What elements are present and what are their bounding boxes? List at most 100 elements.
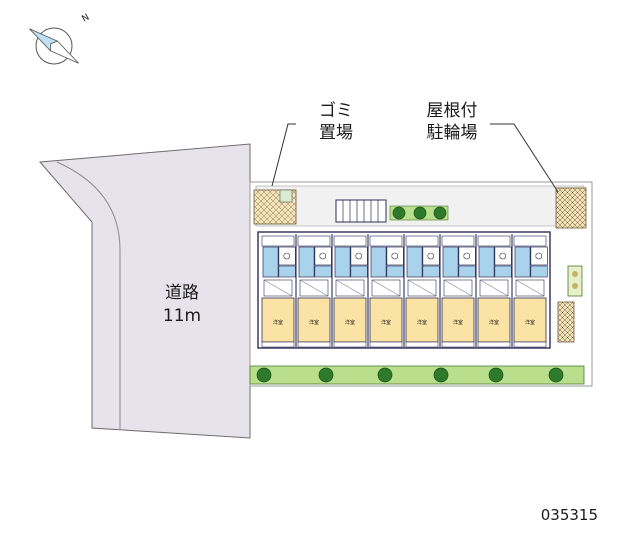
unit-toilet [422,265,440,278]
unit-room [261,297,295,343]
unit-closet-mark [299,279,329,297]
meter-box-dot-1 [572,271,578,277]
unit-6: 洋室 [439,234,476,348]
unit-balcony [297,341,331,348]
unit-balcony [333,341,367,348]
unit-room-label: 洋室 [525,319,535,326]
compass-n-label: N [81,13,92,25]
unit-5: 洋室 [403,234,440,348]
unit-closet-mark [263,279,293,297]
unit-3: 洋室 [331,234,368,348]
unit-1: 洋室 [261,235,296,348]
shrub [256,367,272,383]
unit-toilet [278,265,296,278]
unit-room [333,297,367,343]
unit-entrance [441,235,475,247]
unit-kitchen [314,246,332,266]
unit-room [405,297,439,343]
road-edge-line [56,161,121,430]
unit-sink [499,252,507,260]
unit-kitchen [278,246,296,266]
shrub [433,206,447,220]
bicycle-callout-leader [490,123,559,193]
unit-bathroom [334,246,351,278]
unit-entrance [405,235,439,247]
unit-room-label: 洋室 [345,319,355,326]
unit-sink [283,252,291,260]
meter-box-dot-2 [572,283,578,289]
unit-2: 洋室 [295,234,332,348]
shrub [433,367,449,383]
shrub [548,367,564,383]
meter-box [567,265,583,297]
unit-entrance [333,235,367,247]
unit-room-label: 洋室 [489,319,499,326]
road-area [38,143,251,439]
unit-room [297,297,331,343]
unit-room [513,297,547,343]
unit-bathroom [514,246,531,278]
unit-balcony [369,341,403,348]
side-storage [557,301,575,343]
unit-entrance [261,235,295,247]
garbage-callout-line2: 置場 [319,123,353,143]
unit-sink [463,252,471,260]
unit-toilet [494,265,512,278]
unit-bathroom [478,246,495,278]
road-width-label: 11m [163,306,201,326]
unit-room-label: 洋室 [381,319,391,326]
unit-bathroom [298,246,315,278]
unit-room-label: 洋室 [417,319,427,326]
unit-closet-mark [443,279,473,297]
unit-kitchen [458,246,476,266]
unit-room [477,297,511,343]
shrub [392,206,406,220]
staircase [335,199,387,223]
road-label: 道路 [165,283,199,303]
bicycle-parking [555,187,587,229]
unit-entrance [297,235,331,247]
shrub [318,367,334,383]
unit-bathroom [442,246,459,278]
unit-room-label: 洋室 [309,319,319,326]
unit-bathroom [406,246,423,278]
unit-closet-mark [407,279,437,297]
garbage-callout-line1: ゴミ [319,100,353,121]
unit-sink [319,252,327,260]
unit-room-label: 洋室 [453,319,463,326]
unit-bathroom [370,246,387,278]
unit-balcony [513,341,547,348]
shrub [413,206,427,220]
bicycle-callout-line2: 駐輪場 [427,123,478,143]
unit-closet-mark [335,279,365,297]
garbage-area-door [279,189,293,203]
unit-toilet [350,265,368,278]
unit-4: 洋室 [367,234,404,348]
unit-toilet [314,265,332,278]
bottom-hedge [249,365,585,385]
unit-sink [427,252,435,260]
bicycle-parking-roof [555,187,587,229]
unit-toilet [530,265,548,278]
unit-group: 洋室洋室洋室洋室洋室洋室洋室洋室 [261,234,548,348]
unit-sink [355,252,363,260]
unit-closet-mark [515,279,545,297]
unit-closet-mark [371,279,401,297]
unit-sink [391,252,399,260]
unit-toilet [386,265,404,278]
unit-kitchen [530,246,548,266]
bicycle-callout-line1: 屋根付 [427,101,478,121]
unit-kitchen [386,246,404,266]
compass-ring [35,27,73,65]
unit-sink [535,252,543,260]
unit-balcony [477,341,511,348]
unit-kitchen [350,246,368,266]
unit-balcony [261,341,295,348]
garbage-callout: ゴミ 置場 [271,100,353,187]
unit-toilet [458,265,476,278]
unit-balcony [405,341,439,348]
north-arrow-icon [29,28,79,64]
shrub [488,367,504,383]
unit-entrance [477,235,511,247]
